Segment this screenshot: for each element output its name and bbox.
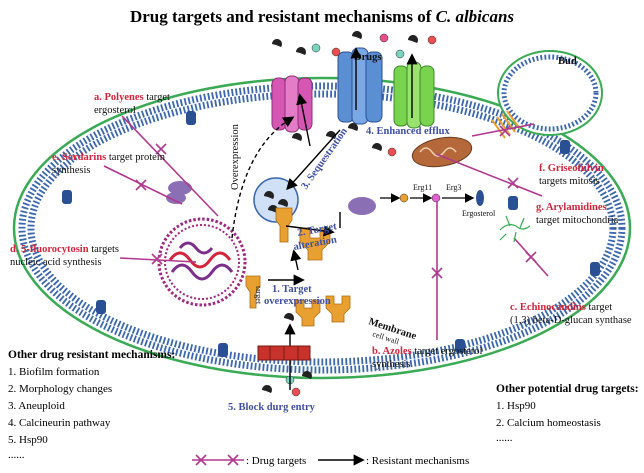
other-resistant-item: 2. Morphology changes	[8, 383, 112, 395]
other-resistant-item: 4. Calcineurin pathway	[8, 417, 111, 429]
bud	[497, 50, 603, 136]
legend-resistant: : Resistant mechanisms	[366, 455, 469, 467]
other-resistant-item: 5. Hsp90	[8, 434, 48, 446]
drug-arylamidines: g. Arylamidines	[536, 202, 607, 213]
drug-azoles: b. Azoles target ergosterol	[372, 346, 483, 357]
drug-target-pins	[103, 115, 549, 340]
cell-wall-channel	[257, 345, 311, 361]
drug-griseofulvin-line2: targets mitosis	[539, 176, 600, 187]
drug-sordarins-line2: synthesis	[52, 165, 91, 176]
other-resistant-item: ......	[8, 449, 25, 461]
efflux-pump-green-icon	[393, 61, 435, 129]
dna-icon	[168, 241, 234, 281]
bud-neck-icon	[491, 110, 521, 139]
drug-echinocandins-line2: (1,3) beta-D-glucan synthase	[510, 315, 632, 326]
drug-polyenes-line2: ergosterol	[94, 105, 136, 116]
drug-fluorocytosin: d. 5-fluorocytosin targets	[10, 244, 119, 255]
drug-sordarins: e. Sordarins target protein	[52, 152, 166, 163]
other-targets-heading: Other potential drug targets:	[496, 383, 639, 395]
drug-arylamidines-line2: target mitochondria	[536, 215, 619, 226]
drug-polyenes: a. Polyenes target	[94, 92, 170, 103]
membrane-inner	[27, 90, 617, 366]
other-targets-item: 1. Hsp90	[496, 400, 536, 412]
erg11-label: Erg11	[413, 183, 432, 192]
mechanism-overexp-1: 1. Target	[272, 284, 312, 295]
target-protein-icon	[245, 207, 351, 327]
mechanism-block-entry: 5. Block durg entry	[228, 402, 316, 413]
drug-fluorocytosin-line2: nucleic acid synthesis	[10, 257, 102, 268]
other-resistant-heading: Other drug resistant mechanisms:	[8, 349, 175, 361]
erg3-label: Erg3	[446, 183, 461, 192]
ergosterol-label: Ergosterol	[462, 209, 496, 218]
mechanism-efflux: 4. Enhanced efflux	[366, 126, 450, 137]
drug-echinocandins: c. Echinocandins target	[510, 302, 612, 313]
other-targets-item: 2. Calcium homeostasis	[496, 417, 601, 429]
membrane-outer	[18, 82, 626, 374]
legend: : Drug targets : Resistant mechanisms	[192, 454, 469, 467]
other-targets-item: ......	[496, 432, 513, 444]
drugs-label: Drugs	[354, 52, 381, 63]
drug-azoles-line2: synthesis	[372, 359, 411, 370]
diagram-title: Drug targets and resistant mechanisms of…	[130, 7, 514, 26]
drug-griseofulvin: f. Griseofulvin	[539, 163, 604, 174]
other-resistant-item: 3. Aneuploid	[8, 400, 65, 412]
mechanism-overexp-2: overexpression	[264, 296, 331, 307]
membrane-proteins	[62, 103, 600, 357]
legend-drug-targets: : Drug targets	[246, 455, 306, 467]
mitochondrion	[411, 136, 473, 168]
other-resistant-item: 1. Biofilm formation	[8, 366, 100, 378]
ribosome-icon	[166, 181, 192, 204]
target-label: target	[254, 286, 263, 305]
overexpression-label: Overexpression	[230, 123, 241, 190]
glucan-synthase-icon	[499, 215, 531, 243]
bud-label: Bud	[558, 56, 577, 67]
enzyme-icon	[348, 197, 376, 215]
